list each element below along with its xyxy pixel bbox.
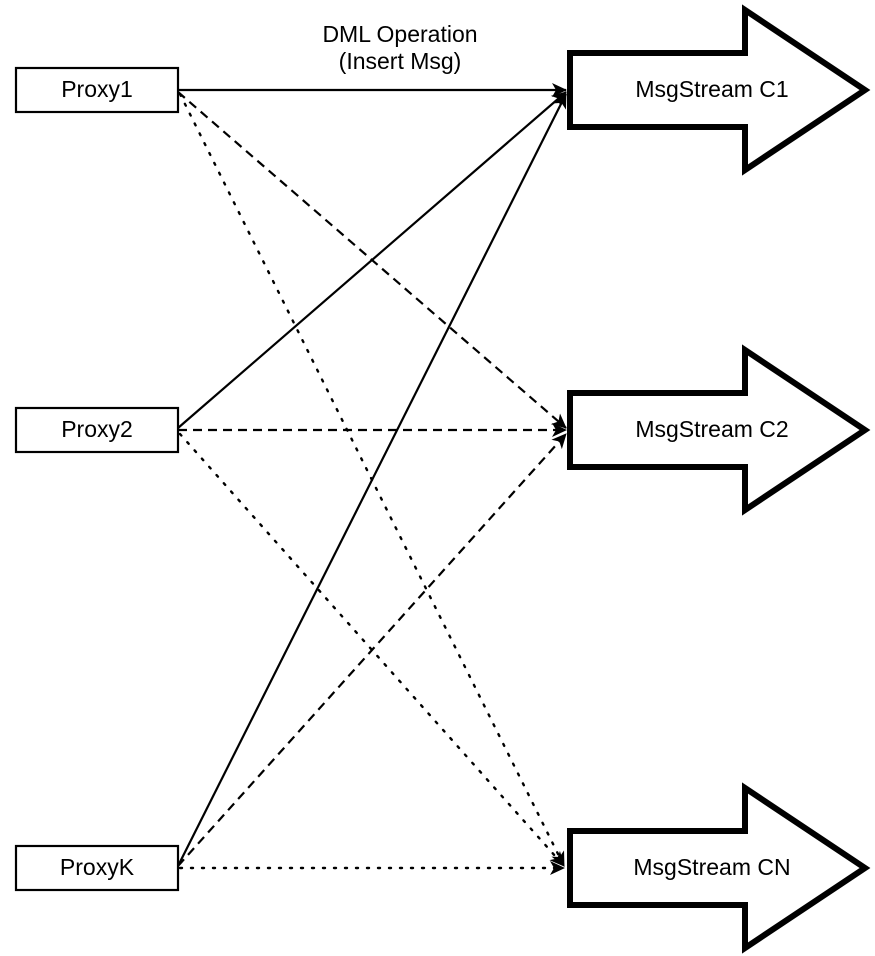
node-proxy1-box[interactable] bbox=[14, 66, 180, 114]
node-proxyk-box[interactable] bbox=[14, 844, 180, 892]
edge-group-proxyk bbox=[177, 93, 567, 875]
node-proxy1-label: Proxy1 bbox=[61, 76, 133, 102]
msgstream-c2[interactable]: MsgStream C2 bbox=[567, 344, 871, 516]
node-proxyk-label: ProxyK bbox=[60, 854, 135, 880]
edge-proxy2-to-msgstream-c1 bbox=[177, 91, 567, 429]
msgstream-c2-arrow-shape[interactable] bbox=[567, 344, 871, 516]
edge-proxyk-to-msgstream-c1 bbox=[177, 93, 567, 867]
edge-label-line1: DML Operation bbox=[322, 21, 477, 47]
msgstream-c1-label: MsgStream C1 bbox=[635, 76, 788, 102]
msgstream-c1[interactable]: MsgStream C1 bbox=[567, 4, 871, 176]
node-proxy2-box[interactable] bbox=[14, 406, 180, 454]
msgstream-c2-label: MsgStream C2 bbox=[635, 416, 788, 442]
edge-label-line2: (Insert Msg) bbox=[339, 48, 462, 74]
msgstream-cn[interactable]: MsgStream CN bbox=[567, 782, 871, 954]
edge-label-dml-operation: DML Operation (Insert Msg) bbox=[322, 21, 477, 74]
node-proxyk[interactable]: ProxyK bbox=[14, 844, 180, 892]
proxy-nodes: Proxy1 Proxy2 ProxyK bbox=[14, 66, 180, 892]
msgstream-cn-label: MsgStream CN bbox=[633, 854, 790, 880]
node-proxy2[interactable]: Proxy2 bbox=[14, 406, 180, 454]
node-proxy1[interactable]: Proxy1 bbox=[14, 66, 180, 114]
node-proxy2-label: Proxy2 bbox=[61, 416, 133, 442]
msgstream-c1-arrow-shape[interactable] bbox=[567, 4, 871, 176]
msgstream-arrows: MsgStream C1 MsgStream C2 MsgStream CN bbox=[567, 4, 871, 954]
edge-proxyk-to-msgstream-c2 bbox=[177, 433, 567, 867]
msgstream-cn-arrow-shape[interactable] bbox=[567, 782, 871, 954]
